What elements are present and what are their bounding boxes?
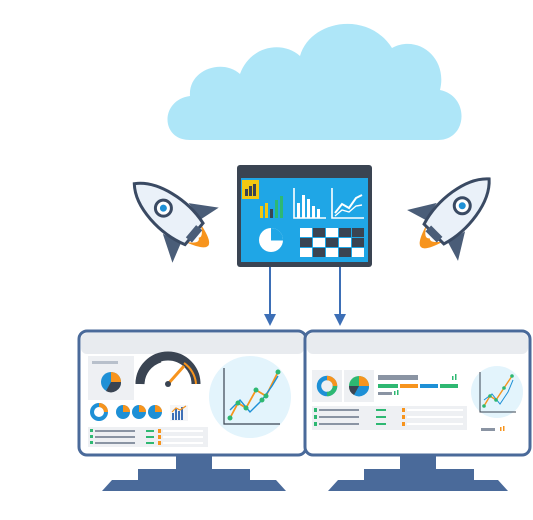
colored-bar-chart-icon (260, 196, 283, 218)
down-arrow-left (264, 267, 276, 326)
rocket-icon-left (132, 181, 219, 263)
pie-chart-icon (259, 228, 283, 252)
dashboard-screen (237, 165, 372, 267)
donut-chart-icon (316, 375, 338, 397)
scatter-line-chart-icon (471, 366, 523, 418)
down-arrow-right (334, 267, 346, 326)
bar-chart-icon (170, 405, 188, 421)
donut-chart-icon (90, 403, 162, 421)
bar-chart-icon (293, 188, 326, 219)
grid-table-icon (300, 228, 364, 257)
legend-bars (378, 374, 458, 395)
cloud-icon (167, 23, 462, 140)
monitor-left (77, 329, 308, 491)
data-list (312, 406, 467, 430)
pie-chart-icon (348, 376, 370, 397)
line-chart-icon (331, 188, 364, 219)
monitor-right (303, 329, 532, 491)
data-list (88, 427, 208, 447)
rocket-icon-right (407, 177, 491, 261)
gauge-icon (135, 351, 201, 387)
power-bi-logo-icon (242, 180, 259, 199)
pie-chart-icon (101, 372, 122, 393)
scatter-line-chart-icon (209, 356, 291, 438)
